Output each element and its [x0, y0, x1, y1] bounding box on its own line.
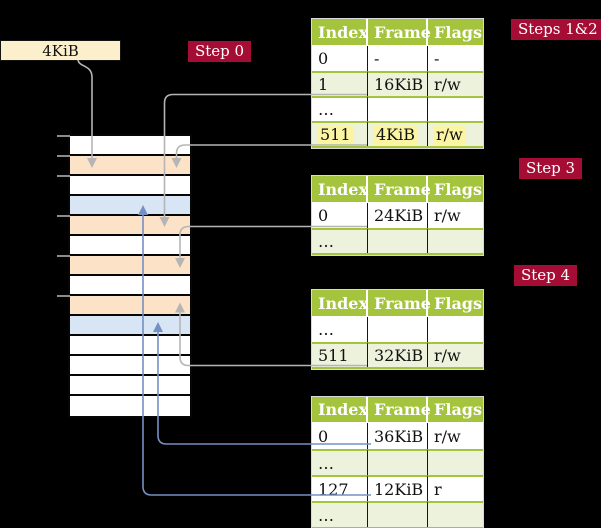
frame-address-box: 4KiB — [0, 40, 121, 61]
column-header: Frame — [368, 176, 431, 203]
table-cell: r/w — [428, 423, 483, 449]
column-header: Flags — [428, 19, 483, 46]
table-cell: 1 — [312, 71, 368, 96]
memory-row-9-orange — [70, 296, 190, 316]
table-cell: … — [312, 228, 368, 253]
address-tick — [57, 255, 70, 257]
memory-row-3-white — [70, 176, 190, 196]
address-tick — [57, 215, 70, 217]
table-cell: 32KiB — [368, 342, 428, 367]
table-row: … — [312, 228, 483, 253]
table-cell: … — [312, 501, 368, 527]
table-cell — [368, 501, 428, 527]
memory-row-10-blue — [70, 316, 190, 336]
memory-row-12-white — [70, 356, 190, 376]
table-cell: 0 — [312, 46, 368, 71]
table-cell — [368, 317, 428, 342]
table-cell — [368, 228, 428, 253]
table-cell: 127 — [312, 475, 368, 501]
memory-row-14-white — [70, 396, 190, 414]
memory-row-1-white — [70, 136, 190, 156]
step-0-label: Step 0 — [188, 41, 252, 62]
column-header: Frame — [368, 397, 431, 423]
memory-row-8-white — [70, 276, 190, 296]
table-cell — [368, 449, 428, 475]
steps-1-2-label: Steps 1&2 — [511, 19, 601, 40]
table-cell: 0 — [312, 423, 368, 449]
memory-row-6-white — [70, 236, 190, 256]
table-cell: r — [428, 475, 483, 501]
table-cell: - — [428, 46, 483, 71]
column-header: Flags — [428, 290, 483, 317]
table-row: … — [312, 317, 483, 342]
table-row: … — [312, 501, 483, 527]
table-cell — [428, 449, 483, 475]
table-cell: 24KiB — [368, 203, 428, 228]
table-cell: 4KiB — [368, 121, 428, 146]
memory-row-13-white — [70, 376, 190, 396]
column-header: Frame — [368, 19, 431, 46]
table-cell: r/w — [428, 203, 483, 228]
table-cell — [368, 96, 428, 121]
address-tick — [57, 175, 70, 177]
table-cell: 16KiB — [368, 71, 428, 96]
table-cell — [428, 501, 483, 527]
address-tick — [57, 135, 70, 137]
memory-row-11-white — [70, 336, 190, 356]
table-cell: r/w — [428, 71, 483, 96]
highlighted-value: 4KiB — [374, 125, 419, 145]
memory-row-7-orange — [70, 256, 190, 276]
column-header: Index — [312, 19, 368, 46]
table-cell: 36KiB — [368, 423, 428, 449]
table-cell: … — [312, 96, 368, 121]
table-cell — [428, 96, 483, 121]
table-cell: r/w — [428, 342, 483, 367]
memory-row-5-orange — [70, 216, 190, 236]
column-header: Flags — [428, 176, 483, 203]
column-header: Flags — [428, 397, 483, 423]
memory-row-4-blue — [70, 196, 190, 216]
memory-row-2-orange — [70, 156, 190, 176]
column-header: Index — [312, 176, 368, 203]
table-cell: r/w — [428, 121, 483, 146]
table-cell: 12KiB — [368, 475, 428, 501]
table-cell — [428, 228, 483, 253]
address-tick — [57, 155, 70, 157]
column-header: Index — [312, 290, 368, 317]
step-3-label: Step 3 — [519, 158, 583, 179]
column-header: Frame — [368, 290, 431, 317]
table-row: … — [312, 449, 483, 475]
table-row: 0-- — [312, 46, 483, 71]
frame-address-label: 4KiB — [42, 41, 79, 60]
table-cell: 511 — [312, 121, 368, 146]
table-cell: 0 — [312, 203, 368, 228]
memory-column — [68, 134, 192, 418]
table-cell: … — [312, 449, 368, 475]
address-tick — [57, 295, 70, 297]
highlighted-value: 511 — [318, 125, 354, 145]
table-cell: 511 — [312, 342, 368, 367]
column-header: Index — [312, 397, 368, 423]
highlighted-value: r/w — [434, 125, 466, 145]
table-cell: … — [312, 317, 368, 342]
table-cell — [428, 317, 483, 342]
table-row: … — [312, 96, 483, 121]
table-row: 511 4KiB r/w — [312, 121, 483, 146]
step-4-label: Step 4 — [514, 265, 578, 286]
table-cell: - — [368, 46, 428, 71]
